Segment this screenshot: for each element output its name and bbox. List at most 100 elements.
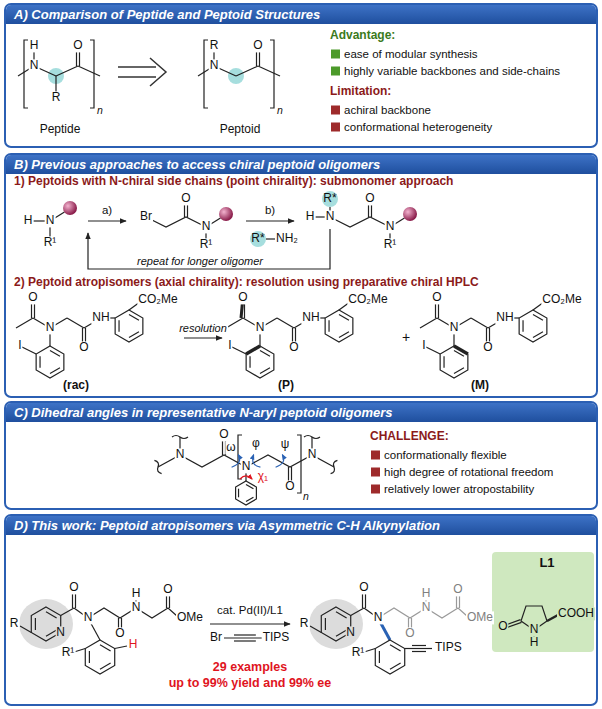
alkynylation-scheme: [61, 608, 74, 616]
note-text: highly variable backbones and side-chain…: [344, 65, 560, 78]
peptoid-structure: [270, 40, 274, 108]
alkynylation-scheme: [210, 623, 290, 624]
atom-label: R*: [251, 232, 264, 245]
atom-label: R¹: [383, 238, 398, 251]
atom-label: N: [345, 626, 356, 639]
atom-label: N: [131, 601, 142, 614]
alkynylation-scheme: [412, 651, 426, 652]
submonomer-scheme: [250, 231, 266, 247]
peptoid-structure: [198, 40, 280, 108]
atom-label: Br: [209, 631, 223, 644]
section-heading: CHALLENGE:: [370, 430, 449, 443]
oligomer-backbone: [232, 455, 240, 467]
note-text: b): [265, 204, 275, 217]
atom-label: O: [180, 192, 191, 205]
atom-label: N: [209, 59, 220, 72]
note-text: high degree of rotational freedom: [384, 466, 553, 479]
atom-label: N: [373, 611, 384, 624]
atom-label: OMe: [176, 611, 204, 624]
atropisomer-structure: [16, 298, 143, 378]
atom-label: N: [201, 220, 212, 233]
section-heading: Advantage:: [330, 29, 395, 42]
atropisomer-structure: [226, 298, 353, 378]
atom-label: NH: [91, 311, 110, 324]
bullet-square: [331, 123, 340, 132]
oligomer-backbone: [240, 476, 252, 479]
alkynylation-scheme: [234, 640, 256, 641]
atom-label: O: [364, 192, 375, 205]
section-heading: 2) Peptoid atropisomers (axial chirality…: [14, 276, 479, 289]
atom-label: O: [78, 341, 89, 354]
atom-label: N: [325, 210, 336, 223]
alkynylation-scheme: [115, 646, 127, 649]
atom-label: N: [529, 623, 540, 636]
atom-label: R: [9, 617, 20, 630]
submonomer-scheme: [28, 191, 417, 269]
alkynylation-scheme: [20, 626, 31, 633]
alkynylation-scheme: [508, 622, 522, 627]
atropisomer-structure: [16, 298, 547, 378]
atom-label: OMe: [466, 611, 494, 624]
atom-label: I: [227, 339, 232, 352]
arrow-label: repeat for longer oligomer: [136, 255, 264, 267]
atom-label: O: [72, 39, 83, 52]
atom-label: O: [482, 341, 493, 354]
atom-label: O: [218, 428, 229, 441]
peptoid-structure: [204, 40, 208, 108]
atom-label: O: [452, 583, 463, 596]
isomer-label: (M): [471, 379, 489, 392]
atom-label: NH₂: [275, 232, 299, 245]
note-text: conformational heterogeneity: [344, 121, 492, 134]
alkynylation-scheme: [364, 649, 375, 653]
atom-label: H: [305, 210, 316, 223]
section-heading: 1) Peptoids with N-chiral side chains (p…: [14, 175, 453, 188]
panel-title: B) Previous approaches to access chiral …: [6, 155, 596, 174]
atom-label: N: [255, 321, 266, 334]
alkynylation-scheme: [74, 649, 85, 653]
oligomer-backbone: [253, 455, 261, 467]
atom-label: O: [162, 583, 173, 596]
atom-label: CO₂Me: [137, 293, 178, 306]
note-text: conformationally flexible: [384, 449, 507, 462]
submonomer-scheme: [322, 191, 338, 207]
atropisomer-structure: [246, 346, 260, 354]
atom-label: N: [385, 220, 396, 233]
atom-label: ψ: [280, 438, 291, 451]
panel-title: C) Dihedral angles in representative N-a…: [6, 403, 596, 422]
bullet-square: [371, 451, 380, 494]
atom-label: N: [45, 214, 56, 227]
alkynylation-scheme: [412, 645, 426, 646]
peptide-structure: [90, 40, 94, 108]
atom-label: H: [23, 214, 34, 227]
atom-label: O: [237, 291, 248, 304]
atom-label: O: [27, 291, 38, 304]
section-heading: Limitation:: [330, 85, 391, 98]
atom-label: O: [252, 39, 263, 52]
oligomer-backbone: [331, 460, 338, 473]
submonomer-scheme: [88, 220, 126, 221]
atom-label: H: [131, 587, 142, 600]
atom-label: O: [114, 627, 125, 640]
atom-label: CO₂Me: [541, 293, 582, 306]
submonomer-scheme: [246, 220, 294, 221]
atom-label: O: [497, 620, 508, 633]
bullet-square: [371, 468, 380, 477]
oligomer-backbone: [297, 435, 301, 493]
atom-label: I: [17, 339, 22, 352]
atropisomer-structure: [420, 298, 547, 378]
atom-label: R¹: [199, 238, 214, 251]
note-text: ease of modular synthesis: [344, 48, 478, 61]
panel-title: A) Comparison of Peptide and Peptoid Str…: [6, 5, 596, 24]
peptide-structure: [78, 66, 100, 76]
submonomer-scheme: [330, 217, 390, 227]
atom-label: N: [45, 321, 56, 334]
atom-label: O: [431, 291, 442, 304]
peptide-structure: [56, 66, 78, 76]
atom-label: R: [51, 91, 62, 104]
bullet-square: [331, 106, 340, 115]
atom-label: H: [128, 638, 139, 651]
panel-title: D) This work: Peptoid atropisomers via A…: [6, 516, 596, 535]
